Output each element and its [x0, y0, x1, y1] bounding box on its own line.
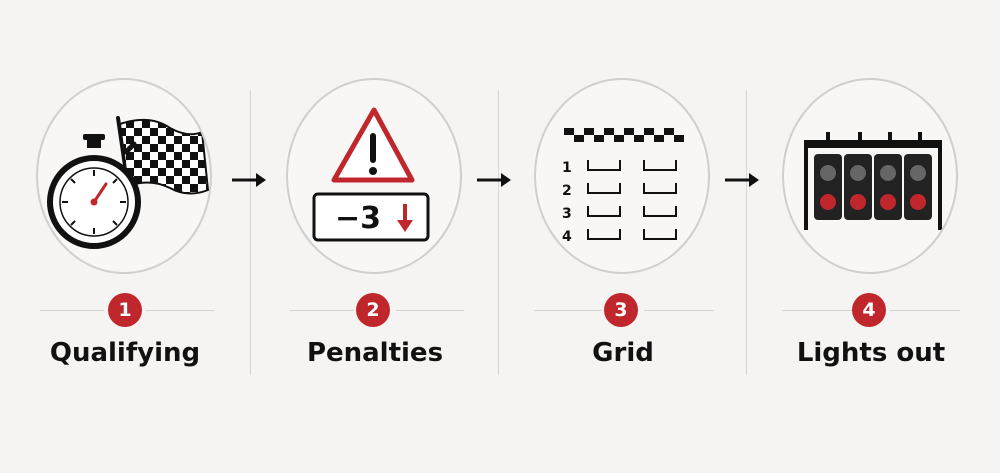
arrow-right-icon [725, 173, 759, 187]
step-penalties: −3 2 Penalties [250, 0, 500, 473]
step-2-rule-left [290, 310, 354, 311]
step-3-rule-right [644, 310, 714, 311]
step-4-label: Lights out [796, 338, 946, 368]
step-4-icon-circle [782, 78, 958, 274]
step-3-label: Grid [592, 338, 654, 368]
grid-position-4: 4 [562, 229, 572, 245]
grid-position-1: 1 [562, 160, 572, 176]
step-4-number-badge: 4 [852, 293, 886, 327]
arrow-right-icon [477, 173, 511, 187]
step-4-rule-left [782, 310, 852, 311]
step-3-icon-circle: 1 2 3 4 [534, 78, 710, 274]
step-1-rule-left [40, 310, 104, 311]
divider-1 [250, 90, 251, 375]
step-1-rule-right [146, 310, 214, 311]
grid-position-2: 2 [562, 183, 572, 199]
stopwatch-checkered-flag-icon [47, 116, 210, 249]
step-2-rule-right [396, 310, 464, 311]
warning-penalty-icon: −3 [312, 107, 430, 242]
divider-2 [498, 90, 499, 375]
step-1-number-badge: 1 [108, 293, 142, 327]
step-4-rule-right [890, 310, 960, 311]
grid-position-3: 3 [562, 206, 572, 222]
starting-grid-icon: 1 2 3 4 [562, 128, 684, 245]
step-3-number-badge: 3 [604, 293, 638, 327]
step-lights-out: 4 Lights out [746, 0, 996, 473]
step-2-icon-circle: −3 [286, 78, 462, 274]
step-3-rule-left [534, 310, 602, 311]
step-2-number-badge: 2 [356, 293, 390, 327]
step-qualifying: 1 Qualifying [0, 0, 250, 473]
step-1-icon-circle [36, 78, 212, 274]
divider-3 [746, 90, 747, 375]
penalty-text: −3 [335, 201, 381, 236]
arrow-right-icon [232, 173, 266, 187]
start-lights-icon [804, 132, 942, 230]
step-2-label: Penalties [306, 338, 444, 368]
step-grid: 1 2 3 4 3 Grid [498, 0, 748, 473]
step-1-label: Qualifying [49, 338, 201, 368]
